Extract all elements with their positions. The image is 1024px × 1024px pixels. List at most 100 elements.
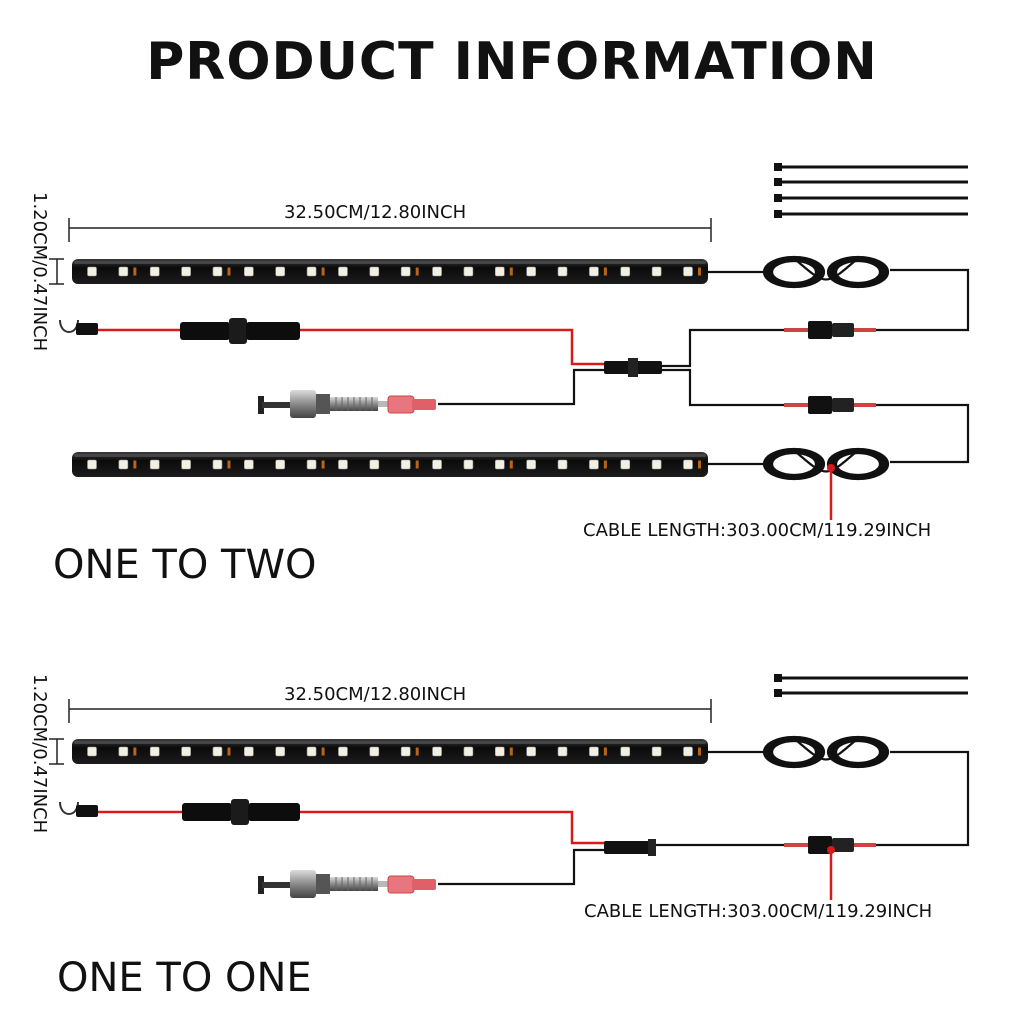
light-bar-body [72, 739, 708, 764]
led-chip [181, 746, 191, 757]
section-one-to-one [49, 674, 970, 900]
width-label: 1.20CM/0.47INCH [29, 674, 50, 834]
positive-wire [98, 810, 606, 845]
led-chip [432, 459, 442, 470]
led-chip [149, 746, 160, 757]
cable-coil [762, 255, 890, 289]
led-chip [306, 746, 317, 757]
led-chip [87, 746, 97, 757]
section-title-one-to-two: ONE TO TWO [53, 542, 317, 588]
positive-wire [98, 328, 606, 366]
led-chip [212, 746, 223, 757]
cable-tie [774, 210, 968, 218]
spade-terminal [378, 395, 436, 414]
led-chip [306, 266, 317, 277]
led-chip [369, 459, 380, 470]
spade-terminal [378, 875, 436, 894]
page-title: PRODUCT INFORMATION [146, 32, 878, 92]
led-chip [589, 266, 599, 277]
cable-ties [774, 163, 968, 218]
led-chip [463, 459, 474, 470]
inline-fuse-holder [180, 318, 300, 344]
led-chip [212, 266, 223, 277]
led-chip [275, 459, 286, 470]
led-chip [463, 266, 474, 277]
led-chip [651, 746, 662, 757]
led-chip [118, 746, 129, 757]
led-chip [620, 266, 631, 277]
led-chip [683, 266, 693, 277]
pin-switch [258, 390, 378, 418]
cable-tie [774, 689, 968, 697]
cable-tie [774, 674, 968, 682]
quick-connector [784, 396, 876, 414]
length-dimension-line [68, 699, 712, 723]
led-chip [118, 459, 129, 470]
cable-ties [774, 674, 968, 697]
cable-length-label: CABLE LENGTH:303.00CM/119.29INCH [584, 901, 933, 922]
pin-switch [258, 870, 378, 898]
cable-coil [762, 447, 890, 481]
fork-terminal [59, 319, 98, 335]
led-chip [557, 746, 568, 757]
quick-connector [784, 836, 876, 854]
cable-coil [762, 735, 890, 769]
led-light-bar [72, 259, 708, 284]
led-chip [306, 459, 317, 470]
cable-tie [774, 194, 968, 202]
wire-splitter [604, 358, 662, 377]
led-chip [683, 746, 693, 757]
inline-fuse-holder [182, 799, 300, 825]
cable-length-pointer [827, 846, 835, 900]
wire-splitter [604, 839, 656, 856]
led-chip [683, 459, 693, 470]
width-label: 1.20CM/0.47INCH [29, 192, 50, 352]
led-chip [338, 459, 348, 470]
led-chip [212, 459, 223, 470]
led-chip [400, 746, 411, 757]
led-chip [432, 746, 442, 757]
led-chip [620, 746, 631, 757]
led-chip [526, 746, 536, 757]
led-chip [494, 266, 505, 277]
led-chip [244, 266, 254, 277]
led-chip [557, 459, 568, 470]
section-one-to-two [49, 163, 970, 520]
led-light-bar [72, 739, 708, 764]
fork-terminal [59, 801, 98, 817]
quick-connector [784, 321, 876, 339]
led-chip [494, 746, 505, 757]
led-chip [400, 459, 411, 470]
led-chip [338, 746, 348, 757]
led-chip [651, 459, 662, 470]
cable-length-pointer [827, 464, 835, 520]
length-label: 32.50CM/12.80INCH [284, 684, 467, 705]
led-chip [526, 266, 536, 277]
width-dimension-marker [49, 258, 64, 285]
cable-tie [774, 178, 968, 186]
led-chip [181, 459, 191, 470]
led-chip [400, 266, 411, 277]
light-bar-body [72, 259, 708, 284]
led-chip [118, 266, 129, 277]
led-chip [87, 266, 97, 277]
led-chip [526, 459, 536, 470]
led-chip [275, 746, 286, 757]
led-chip [589, 459, 599, 470]
led-chip [244, 746, 254, 757]
led-chip [369, 266, 380, 277]
led-chip [149, 459, 160, 470]
light-bar-body [72, 452, 708, 477]
led-chip [87, 459, 97, 470]
led-chip [620, 459, 631, 470]
section-title-one-to-one: ONE TO ONE [57, 955, 312, 1001]
length-dimension-line [68, 218, 712, 242]
led-chip [149, 266, 160, 277]
led-chip [494, 459, 505, 470]
led-chip [432, 266, 442, 277]
led-chip [275, 266, 286, 277]
led-chip [589, 746, 599, 757]
black-wires [438, 750, 970, 886]
